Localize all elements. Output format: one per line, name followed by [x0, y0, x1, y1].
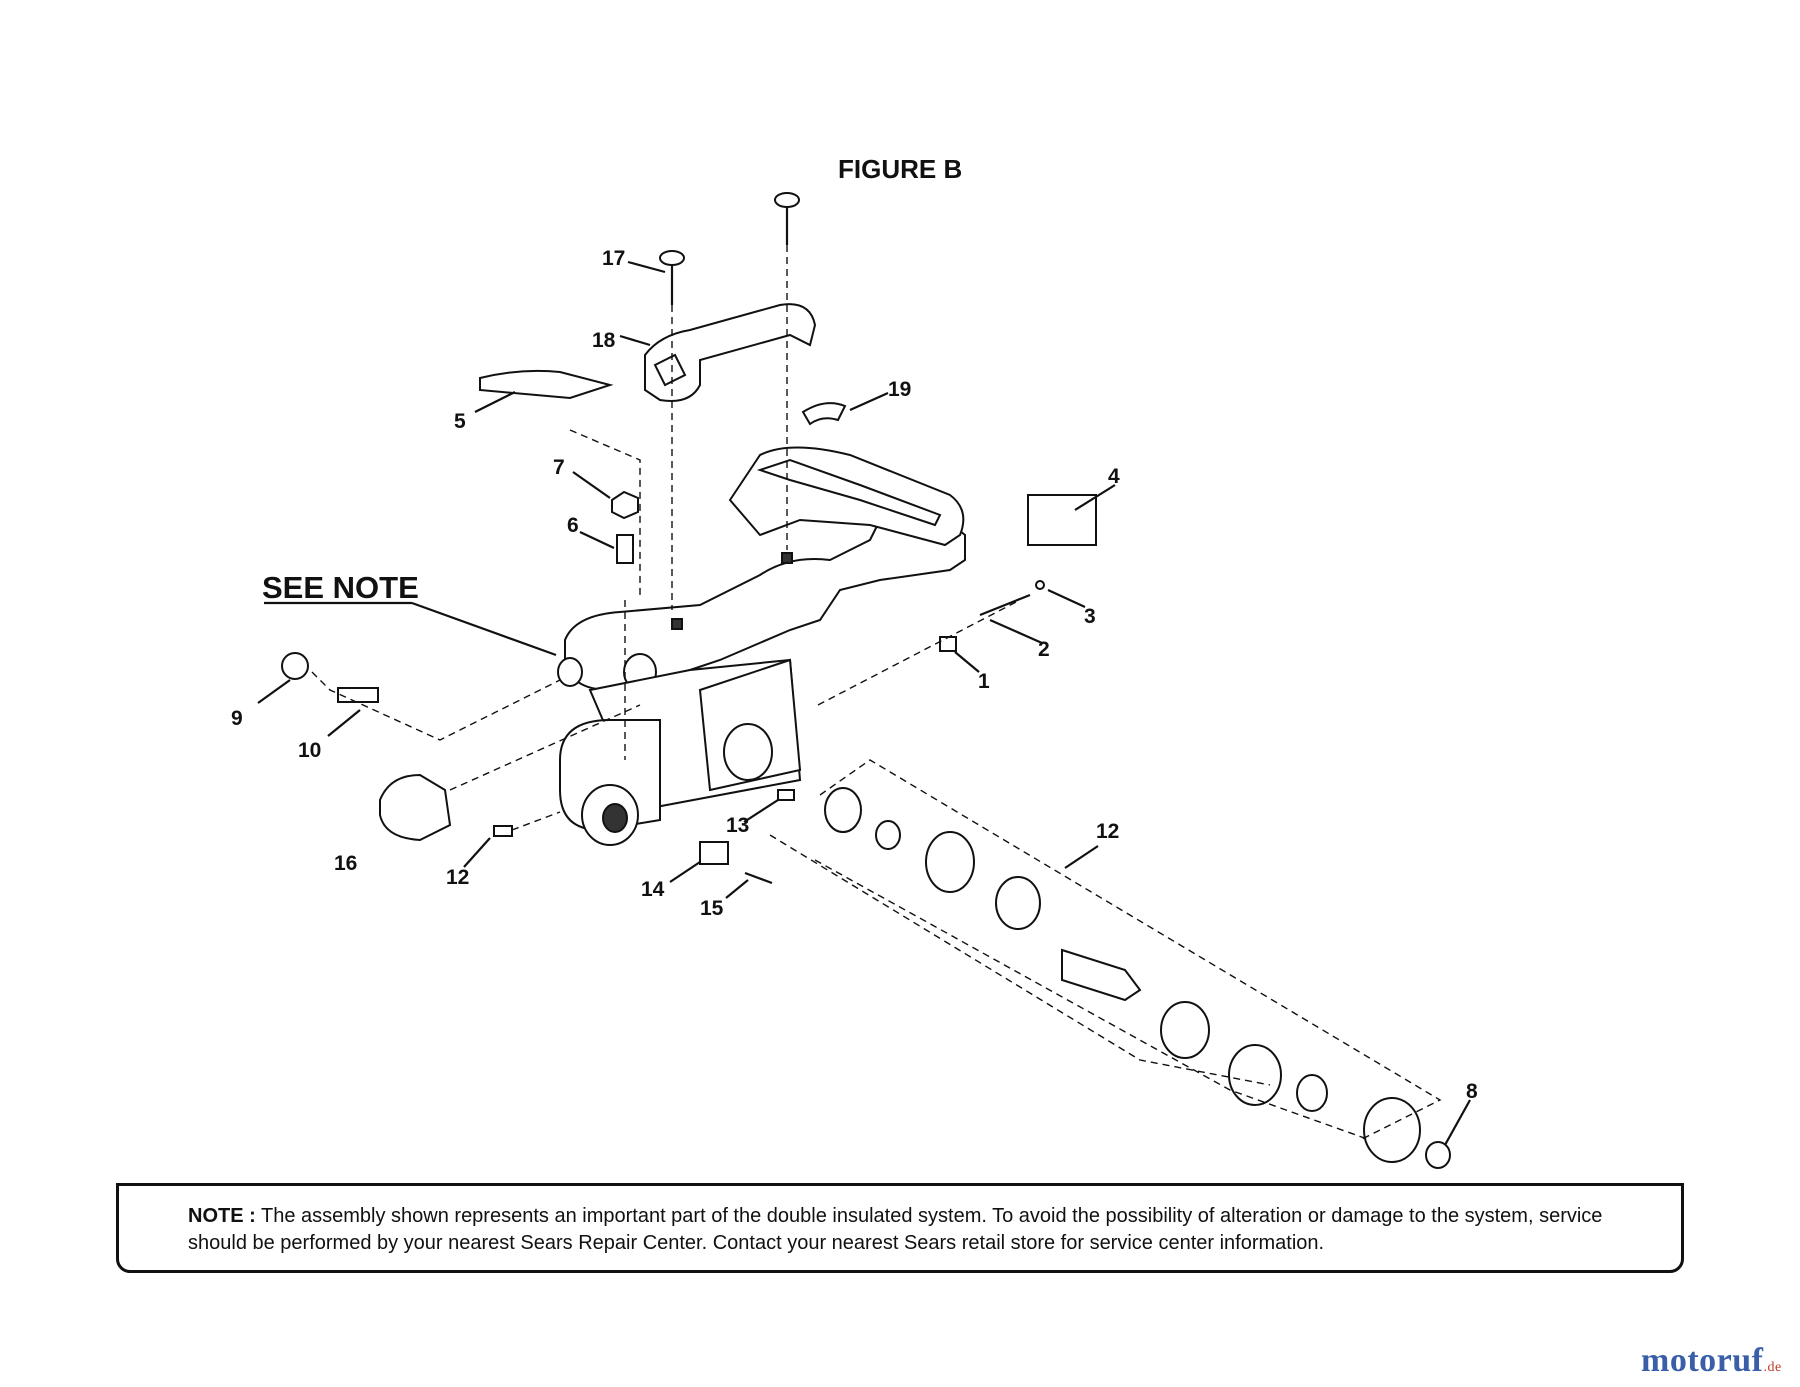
note-box — [116, 1183, 1684, 1273]
spring-1 — [939, 636, 957, 652]
figure-title: FIGURE B — [838, 154, 962, 184]
callout-5: 5 — [454, 410, 466, 433]
handle-cover — [644, 303, 817, 402]
spring — [616, 534, 634, 564]
callout-8: 8 — [1466, 1080, 1478, 1103]
gear-train — [824, 787, 1451, 1169]
callout-1: 1 — [978, 670, 990, 693]
callout-15: 15 — [700, 897, 724, 920]
note-text: NOTE : The assembly shown represents an … — [188, 1203, 1648, 1257]
screw-12a — [493, 825, 513, 837]
screws — [659, 192, 800, 305]
callout-6: 6 — [567, 514, 579, 537]
callout-13: 13 — [726, 814, 749, 837]
callout-19: 19 — [888, 378, 911, 401]
note-label: NOTE : — [188, 1205, 256, 1227]
screw-15 — [744, 871, 773, 885]
label-plate — [479, 369, 614, 400]
pin-2 — [979, 593, 1031, 617]
brand-name: motoruf — [1641, 1342, 1764, 1379]
callout-12-left: 12 — [446, 866, 469, 889]
decal — [801, 402, 847, 426]
callout-17: 17 — [602, 247, 625, 270]
assembly-lines — [311, 245, 1442, 1141]
callout-7: 7 — [553, 456, 565, 479]
clamp-14 — [699, 841, 729, 865]
callout-16: 16 — [334, 852, 357, 875]
screw-13 — [777, 789, 795, 801]
callout-9: 9 — [231, 707, 243, 730]
clip-3 — [1035, 580, 1045, 590]
switch-10 — [337, 687, 379, 703]
brand-watermark: motoruf.de — [1641, 1342, 1782, 1380]
callout-labels: 1 2 3 4 5 6 7 8 9 10 12 12 13 14 15 16 1… — [231, 247, 1478, 1103]
callout-14: 14 — [641, 878, 665, 901]
callout-leaders — [257, 260, 1471, 1146]
cap-9 — [281, 652, 309, 680]
callout-3: 3 — [1084, 605, 1096, 628]
callout-18: 18 — [592, 329, 616, 352]
callout-10: 10 — [298, 739, 321, 762]
see-note-leader — [411, 601, 557, 657]
callout-4: 4 — [1108, 465, 1120, 488]
nut — [611, 490, 639, 520]
callout-12-right: 12 — [1096, 820, 1119, 843]
chainsaw-housing — [557, 446, 966, 846]
brand-tld: .de — [1763, 1360, 1782, 1375]
knob-16 — [379, 773, 452, 842]
callout-2: 2 — [1038, 638, 1050, 661]
note-body: The assembly shown represents an importa… — [188, 1205, 1603, 1254]
see-note-label: SEE NOTE — [262, 570, 419, 605]
